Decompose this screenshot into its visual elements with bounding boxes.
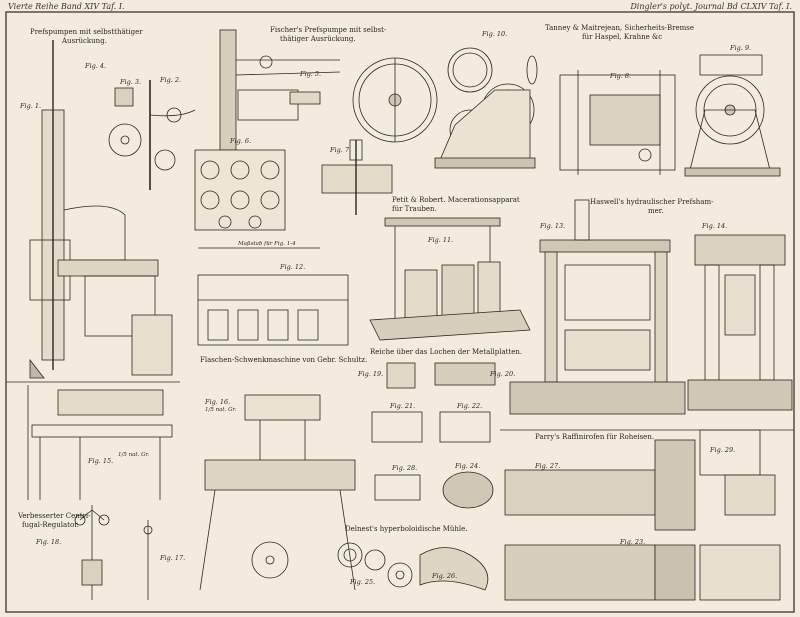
fig-label-18: Fig. 18.	[36, 538, 62, 546]
caption-petit: Petit & Robert. Macerationsapparat	[392, 196, 520, 204]
fig-label-20: Fig. 20.	[490, 370, 516, 378]
hydraulic-press-drawing	[509, 199, 686, 415]
caption-fischer: Fischer's Prefspumpe mit selbst-	[270, 26, 387, 34]
fig-label-11: Fig. 11.	[428, 236, 454, 244]
fig-label-9: Fig. 9.	[730, 44, 752, 52]
gear-drawings-small	[108, 80, 196, 190]
fig-label-21: Fig. 21.	[390, 402, 416, 410]
scale-note-fig16: 1/5 nat. Gr.	[205, 407, 237, 413]
caption-delnest: Delnest's hyperboloidische Mühle.	[345, 525, 468, 533]
maceration-vats-drawing	[369, 217, 531, 341]
fig-label-6: Fig. 6.	[230, 137, 252, 145]
caption-fischer-2: thätiger Ausrückung.	[280, 35, 356, 43]
wheel-frame-drawing	[684, 54, 781, 177]
caption-petit-2: für Trauben.	[392, 205, 437, 213]
fig-label-24: Fig. 24.	[455, 462, 481, 470]
plate-header-left: Vierte Reihe Band XIV Taf. I.	[8, 2, 125, 11]
fig-label-26: Fig. 26.	[432, 572, 458, 580]
plate-header-right: Dingler's polyt. Journal Bd CLXIV Taf. I…	[630, 2, 792, 11]
caption-presspumpen-2: Ausrückung.	[62, 37, 107, 45]
fig-label-28: Fig. 28.	[392, 464, 418, 472]
fig-label-4: Fig. 4.	[85, 62, 107, 70]
fig-label-3: Fig. 3.	[120, 78, 142, 86]
caption-haswell-2: mer.	[648, 207, 664, 215]
refinery-furnace-drawing	[504, 429, 781, 601]
caption-tanney: Tanney & Maitrejean, Sicherheits-Bremse	[545, 24, 695, 32]
fig-label-15: Fig. 15.	[88, 457, 114, 465]
fig-label-10: Fig. 10.	[482, 30, 508, 38]
brake-gear-drawing	[434, 47, 538, 169]
fig-label-27: Fig. 27.	[535, 462, 561, 470]
fischer-press-drawing	[219, 29, 341, 151]
flywheel-drawing	[352, 57, 438, 143]
fig-label-29: Fig. 29.	[710, 446, 736, 454]
valve-block-drawing	[194, 149, 286, 231]
fig-label-1: Fig. 1.	[20, 102, 42, 110]
caption-tanney-2: für Haspel, Krahne &c	[582, 33, 663, 41]
fig-label-14: Fig. 14.	[702, 222, 728, 230]
caption-scale: Maßstab für Fig. 1-4	[238, 241, 296, 247]
fig-label-7: Fig. 7.	[330, 146, 352, 154]
caption-parry: Parry's Raffinirofen für Roheisen.	[535, 433, 655, 441]
caption-flaschen: Flaschen-Schwenkmaschine von Gebr. Schul…	[200, 356, 368, 364]
caption-reiche: Reiche über das Lochen der Metallplatten…	[370, 348, 523, 356]
scale-note-fig15: 1/5 nat. Gr.	[118, 452, 150, 458]
fig-label-8: Fig. 8.	[610, 72, 632, 80]
fig-label-16: Fig. 16.	[205, 398, 231, 406]
fig-label-22: Fig. 22.	[457, 402, 483, 410]
bottle-rinsing-drawing	[27, 385, 173, 500]
winch-drawing	[559, 70, 676, 175]
caption-centrifugal-2: fugal-Regulator.	[22, 521, 80, 529]
fig-label-2: Fig. 2.	[160, 76, 182, 84]
fig-label-25: Fig. 25.	[350, 578, 376, 586]
fig-label-19: Fig. 19.	[358, 370, 384, 378]
fig-label-17: Fig. 17.	[160, 554, 186, 562]
caption-presspumpen: Prefspumpen mit selbstthätiger	[30, 28, 143, 36]
hydraulic-press-side-drawing	[687, 234, 793, 411]
caption-centrifugal: Verbesserter Centri-	[18, 512, 91, 520]
caption-haswell: Haswell's hydraulischer Prefsham-	[590, 198, 714, 206]
punching-detail-drawing	[371, 362, 496, 509]
fig-label-13: Fig. 13.	[540, 222, 566, 230]
governor-drawing	[74, 505, 153, 600]
rinsing-stand-drawing	[199, 394, 356, 591]
pulley-drawing	[321, 139, 393, 215]
fig-label-5: Fig. 5.	[300, 70, 322, 78]
fig-label-23: Fig. 23.	[620, 538, 646, 546]
bottle-rack-drawing	[197, 247, 349, 346]
press-pump-frame-drawing	[29, 40, 173, 379]
fig-label-12: Fig. 12.	[280, 263, 306, 271]
plate-border	[5, 11, 795, 613]
hyperboloid-mill-drawing	[337, 542, 489, 591]
